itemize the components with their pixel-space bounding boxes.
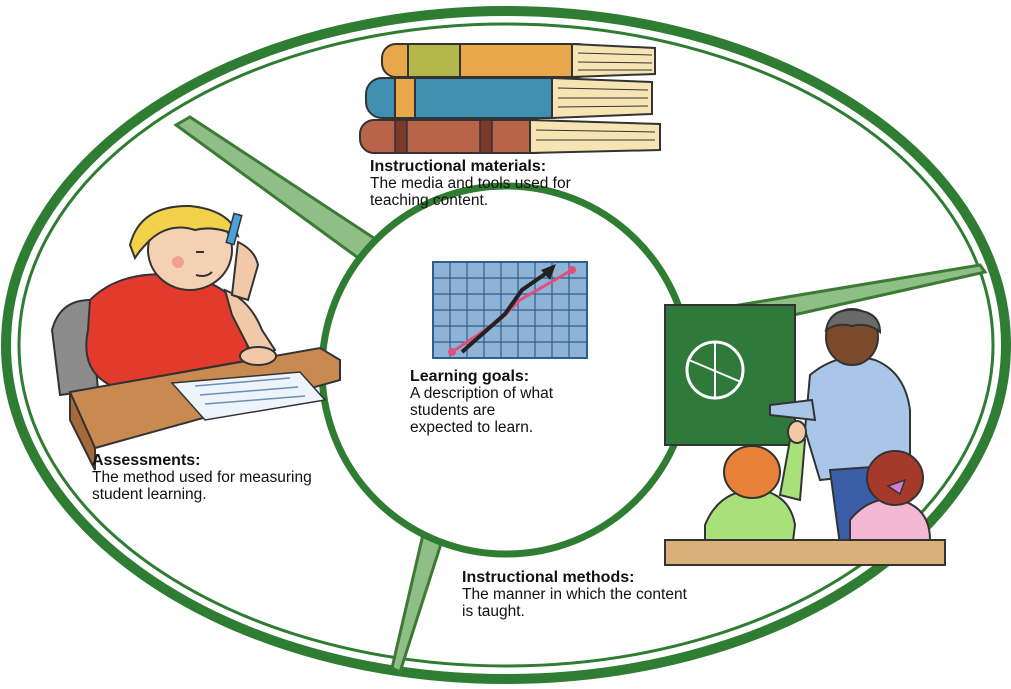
- classroom-teacher-icon: [664, 304, 946, 566]
- goals-label: Learning goals: A description of what st…: [410, 368, 640, 436]
- rising-chart-icon: [432, 261, 588, 359]
- methods-title: Instructional methods:: [462, 569, 635, 586]
- assessments-description: The method used for measuring student le…: [92, 469, 312, 503]
- goals-description: A description of what students are expec…: [410, 385, 554, 436]
- materials-description: The media and tools used for teaching co…: [370, 175, 571, 209]
- methods-label: Instructional methods: The manner in whi…: [462, 569, 842, 620]
- books-icon: [359, 42, 661, 155]
- methods-description: The manner in which the content is taugh…: [462, 586, 687, 620]
- student-test-icon: [50, 204, 341, 471]
- assessments-title: Assessments:: [92, 452, 201, 469]
- goals-title: Learning goals:: [410, 368, 530, 385]
- materials-title: Instructional materials:: [370, 158, 547, 175]
- assessments-label: Assessments: The method used for measuri…: [92, 452, 432, 503]
- materials-label: Instructional materials: The media and t…: [370, 158, 670, 209]
